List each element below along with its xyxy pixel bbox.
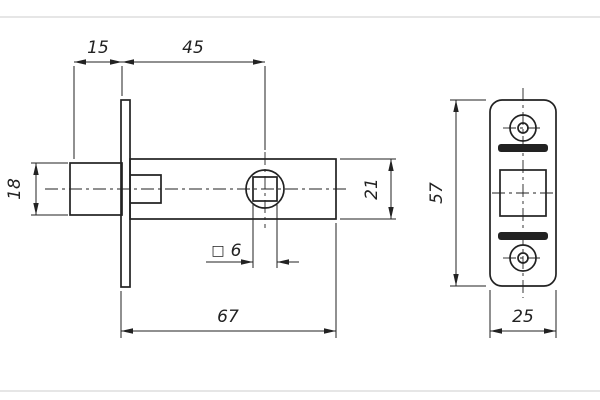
- spindle-circle: [245, 169, 285, 209]
- square-symbol: □: [211, 243, 224, 259]
- arrowhead: [33, 163, 39, 175]
- bottom-retainer-bar: [498, 232, 548, 240]
- arrowhead: [241, 259, 253, 265]
- dimension-bolt-height: 18: [5, 162, 68, 216]
- spindle-square: [252, 176, 278, 202]
- dimension-case-height: 21: [340, 158, 396, 220]
- dim-label-57: 57: [427, 182, 447, 204]
- arrowhead: [110, 59, 122, 65]
- dimension-spindle-square: □ 6: [206, 204, 299, 268]
- dimension-backset: 45: [122, 38, 266, 150]
- arrowhead: [122, 59, 134, 65]
- arrowhead: [544, 328, 556, 334]
- arrowhead: [388, 159, 394, 171]
- arrowhead: [74, 59, 86, 65]
- arrowhead: [253, 59, 265, 65]
- spindle-hole: [245, 152, 285, 228]
- arrowhead: [33, 203, 39, 215]
- arrowhead: [324, 328, 336, 334]
- dim-label-67: 67: [217, 307, 239, 327]
- dim-label-18: 18: [5, 178, 25, 200]
- dim-label-21: 21: [362, 178, 382, 200]
- arrowhead: [277, 259, 289, 265]
- arrowhead: [453, 274, 459, 286]
- dim-label-25: 25: [512, 307, 534, 327]
- arrowhead: [453, 100, 459, 112]
- dimension-bolt-protrusion: 15: [73, 38, 123, 159]
- dim-label-15: 15: [87, 38, 109, 58]
- bottom-screw-hole: [503, 244, 543, 272]
- dim-label-6: 6: [231, 241, 242, 261]
- dimension-plate-height: 57: [427, 99, 486, 287]
- arrowhead: [388, 207, 394, 219]
- top-retainer-bar: [498, 144, 548, 152]
- arrowhead: [490, 328, 502, 334]
- front-view: 57 25: [427, 88, 557, 338]
- arrowhead: [121, 328, 133, 334]
- side-view: 15 45 18 21: [5, 38, 396, 338]
- latch-opening: [492, 169, 554, 217]
- top-screw-hole: [503, 114, 543, 142]
- dim-label-45: 45: [182, 38, 204, 58]
- dimension-plate-width: 25: [489, 290, 557, 338]
- dimension-case-length: 67: [120, 223, 337, 338]
